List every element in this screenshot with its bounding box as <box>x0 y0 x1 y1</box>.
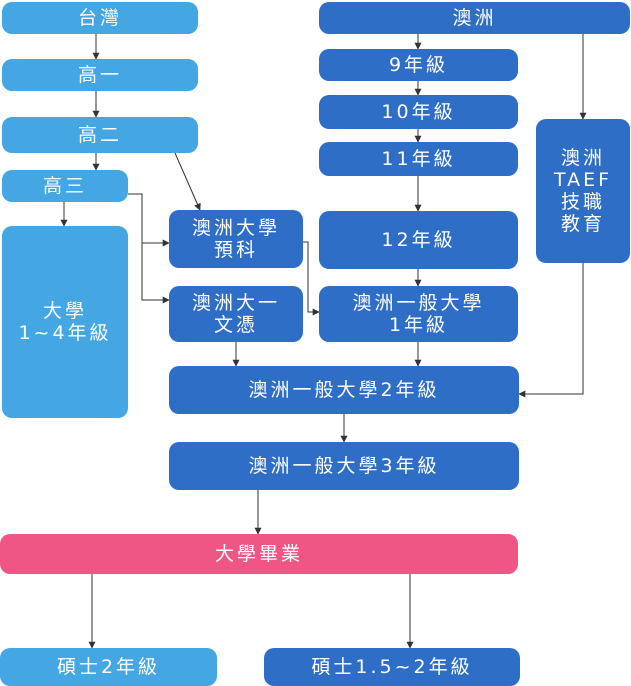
node-taef-line4: 教育 <box>560 213 605 235</box>
node-taef-line1: 澳洲 <box>560 147 605 169</box>
node-master-2yr: 碩士2年級 <box>0 648 217 686</box>
node-australia: 澳洲 <box>319 2 630 34</box>
node-uni-year3: 澳洲一般大學3年級 <box>169 442 519 490</box>
node-master-1-5-2yr: 碩士1.5~2年級 <box>264 648 520 686</box>
node-grade10: 高一 <box>2 59 198 91</box>
node-university-years-1-4: 大學 1~4年級 <box>2 226 128 418</box>
node-master-2yr-label: 碩士2年級 <box>56 656 161 678</box>
node-australia-label: 澳洲 <box>452 7 497 29</box>
node-year9-label: 9年級 <box>388 54 449 76</box>
node-grade11-label: 高二 <box>77 124 122 146</box>
arrow-grade12-diploma <box>141 243 170 304</box>
node-taef-line3: 技職 <box>560 191 605 213</box>
node-year10-label: 10年級 <box>381 101 456 123</box>
node-year12-label: 12年級 <box>381 229 456 251</box>
node-taef-line2: TAEF <box>553 169 613 191</box>
node-diploma-line1: 澳洲大一 <box>191 292 280 314</box>
node-university-line2: 1~4年級 <box>18 322 112 344</box>
node-uni-year1: 澳洲一般大學 1年級 <box>319 286 518 342</box>
node-uni-year3-label: 澳洲一般大學3年級 <box>248 455 440 477</box>
node-taiwan: 台灣 <box>2 2 198 34</box>
arrow-grade12-foundation <box>128 193 170 247</box>
node-graduation-label: 大學畢業 <box>214 543 303 565</box>
node-year11-label: 11年級 <box>381 148 456 170</box>
arrow-foundation-uniyear1 <box>303 241 320 316</box>
node-taef: 澳洲 TAEF 技職 教育 <box>536 119 630 263</box>
node-year12: 12年級 <box>319 211 518 269</box>
node-year10: 10年級 <box>319 95 518 129</box>
node-diploma: 澳洲大一 文憑 <box>169 286 303 342</box>
node-university-line1: 大學 <box>42 300 87 322</box>
node-grade12-label: 高三 <box>42 175 87 197</box>
node-grade11: 高二 <box>2 117 198 153</box>
node-year9: 9年級 <box>319 49 518 81</box>
node-uni-year2-label: 澳洲一般大學2年級 <box>248 379 440 401</box>
node-taiwan-label: 台灣 <box>77 7 122 29</box>
node-uni-year1-line1: 澳洲一般大學 <box>352 292 485 314</box>
node-uni-year1-line2: 1年級 <box>388 314 449 336</box>
arrow-taef-uniyear2 <box>518 263 584 398</box>
node-grade10-label: 高一 <box>77 64 122 86</box>
node-master-1-5-2yr-label: 碩士1.5~2年級 <box>311 656 473 678</box>
node-diploma-line2: 文憑 <box>213 314 258 336</box>
node-foundation: 澳洲大學 預科 <box>169 210 303 268</box>
node-grade12: 高三 <box>2 170 128 202</box>
node-foundation-line1: 澳洲大學 <box>191 217 280 239</box>
node-year11: 11年級 <box>319 142 518 176</box>
node-uni-year2: 澳洲一般大學2年級 <box>169 366 519 414</box>
node-graduation: 大學畢業 <box>0 534 518 574</box>
arrow-grade11-foundation <box>174 152 201 211</box>
node-foundation-line2: 預科 <box>213 239 258 261</box>
